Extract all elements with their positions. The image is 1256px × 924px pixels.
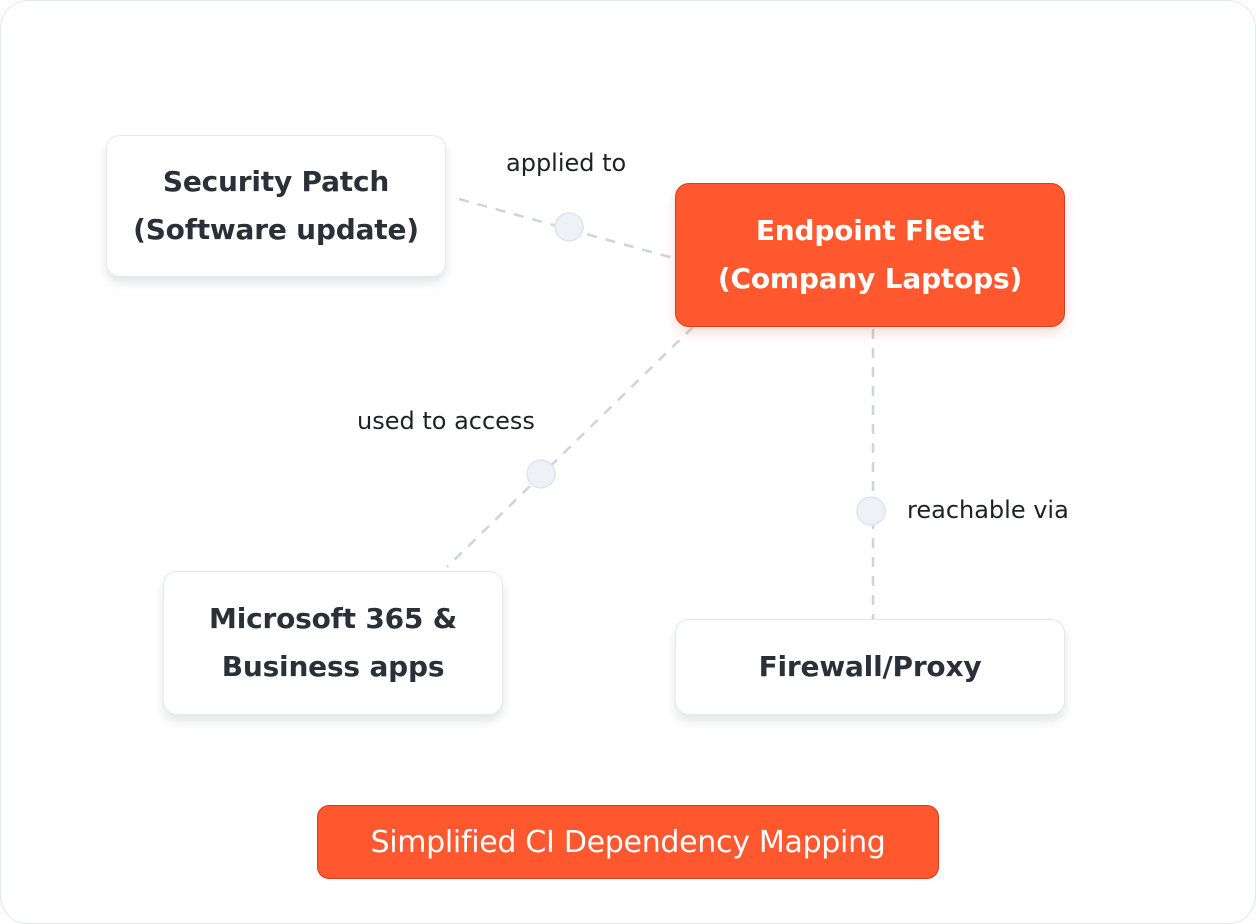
edge-label-reachable-via: reachable via: [907, 496, 1069, 524]
connector-fleet-to-apps: [446, 326, 694, 568]
connector-dot-fleet-to-firewall: [856, 496, 886, 526]
diagram-title: Simplified CI Dependency Mapping: [317, 805, 939, 879]
node-endpoint-fleet[interactable]: Endpoint Fleet (Company Laptops): [675, 183, 1065, 327]
edge-label-applied-to: applied to: [506, 149, 627, 177]
connector-dot-patch-to-fleet: [554, 212, 584, 242]
node-microsoft-365[interactable]: Microsoft 365 & Business apps: [163, 571, 503, 715]
node-security-patch[interactable]: Security Patch (Software update): [106, 135, 446, 277]
edge-label-used-to-access: used to access: [357, 407, 535, 435]
node-firewall-proxy[interactable]: Firewall/Proxy: [675, 619, 1065, 715]
connector-dot-fleet-to-apps: [526, 459, 556, 489]
